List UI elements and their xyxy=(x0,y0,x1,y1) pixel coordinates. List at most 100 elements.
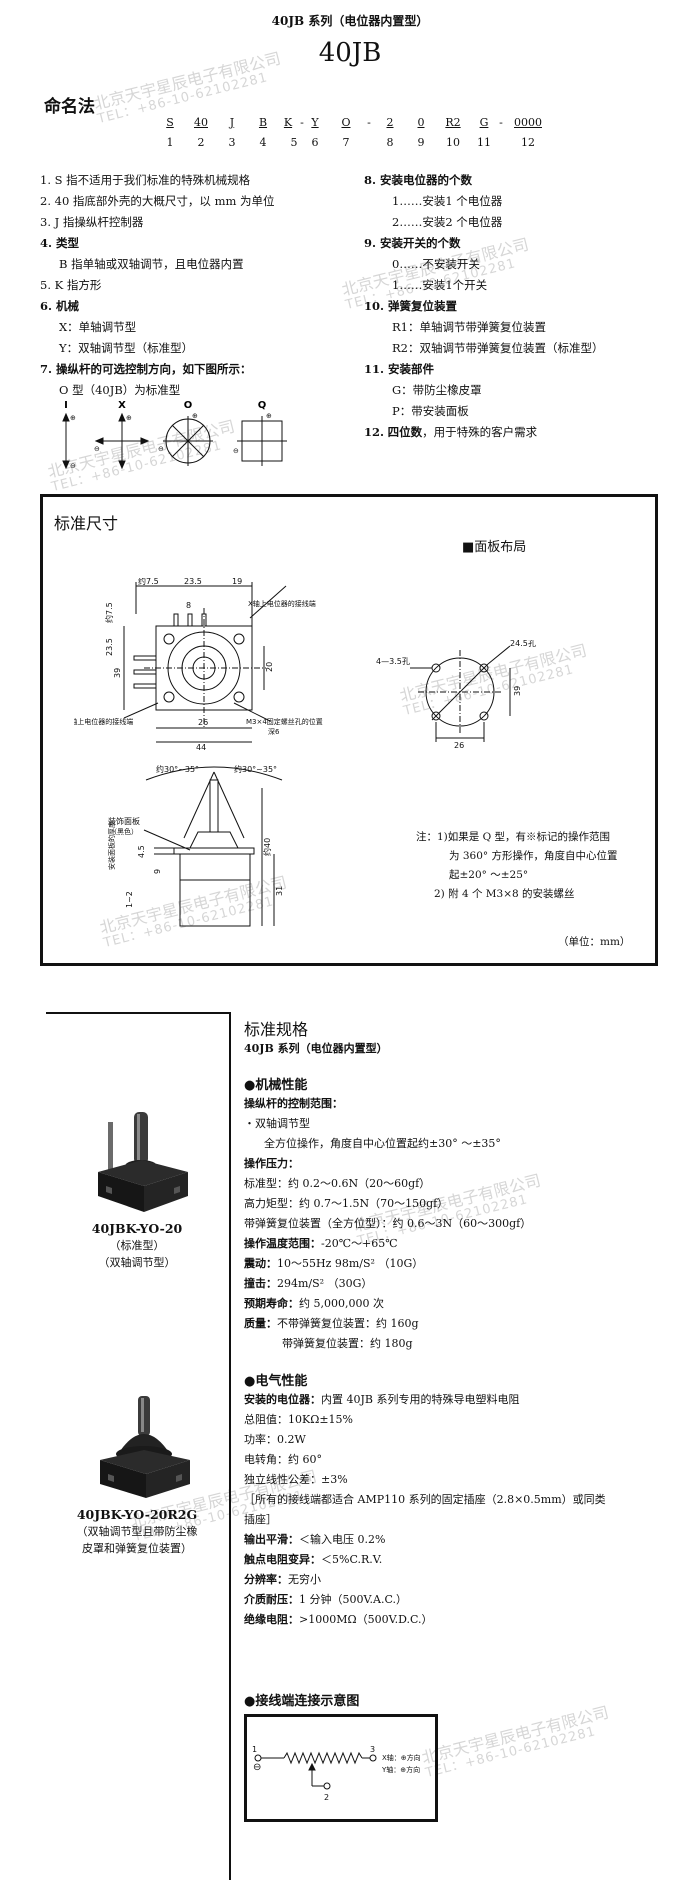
panel-layout-drawing: 24.5孔 4—3.5孔 39 26 xyxy=(376,640,536,750)
product-name: 40JBK-YO-20 xyxy=(91,1221,183,1236)
top-view-drawing: 约7.5 23.5 19 8 约7.5 23.5 39 26 44 20 X轴上… xyxy=(74,578,323,752)
x-axis-direction-label: X轴：⊕方向 xyxy=(382,1753,421,1762)
list-item: 12. 四位数，用于特殊的客户需求 xyxy=(364,425,538,439)
wiring-diagram: 1 3 2 ⊖ X轴：⊕方向 Y轴：⊕方向 xyxy=(244,1714,438,1822)
list-item: 1. S 指不适用于我们标准的特殊机械规格 xyxy=(40,173,251,187)
code-part: - xyxy=(300,116,304,129)
dim-label: 31 xyxy=(275,886,284,896)
x-terminal-label: X轴上电位器的接线端 xyxy=(248,599,316,608)
spec-row: 介质耐压：1 分钟（500V.A.C.） xyxy=(244,1593,407,1606)
spec-row: 总阻值：10KΩ±15% xyxy=(244,1413,354,1426)
spec-row: 绝缘电阻：>1000MΩ（500V.D.C.） xyxy=(244,1613,433,1626)
code-part: 40 xyxy=(194,116,208,129)
code-number: 12 xyxy=(521,136,535,149)
spec-row: 撞击：294m/S² （30G） xyxy=(244,1277,373,1290)
spec-row: 震动：10～55Hz 98m/S² （10G） xyxy=(244,1257,424,1270)
naming-heading: 命名法 xyxy=(44,97,95,117)
code-number: 2 xyxy=(197,136,205,149)
code-part: K xyxy=(283,116,293,129)
spec-row: 插座］ xyxy=(244,1513,277,1526)
list-item: 10. 弹簧复位装置 xyxy=(364,299,458,313)
code-number: 4 xyxy=(259,136,267,149)
list-item: 4. 类型 xyxy=(40,236,80,250)
list-item: 1……安装1 个电位器 xyxy=(392,194,503,208)
spec-row: 触点电阻变异：＜5%C.R.V. xyxy=(244,1553,383,1566)
wiring-section-title: ●接线端连接示意图 xyxy=(244,1694,360,1709)
list-item: G：带防尘橡皮罩 xyxy=(392,383,482,397)
dim-label: 9 xyxy=(153,869,162,874)
mount-thickness-label: 安装面板的厚度 xyxy=(107,821,116,870)
panel-color-label: （黑色） xyxy=(110,827,138,836)
direction-label-x: X xyxy=(118,400,126,411)
code-number: 10 xyxy=(446,136,460,149)
m3-hole-label: M3×4固定螺丝孔的位置 xyxy=(246,717,323,726)
svg-text:⊕: ⊕ xyxy=(70,414,76,422)
naming-number-row: 1 2 3 4 5 6 7 8 9 10 11 12 xyxy=(0,136,700,154)
list-item: 7. 操纵杆的可选控制方向，如下图所示： xyxy=(40,362,252,376)
list-item: Y：双轴调节型（标准型） xyxy=(59,341,194,355)
elec-specs: 安装的电位器：内置 40JB 系列专用的特殊导电塑料电阻 总阻值：10KΩ±15… xyxy=(244,1390,684,1630)
dim-label: 约7.5 xyxy=(104,602,114,623)
dimensions-title: 标准尺寸 xyxy=(54,514,119,533)
list-item: O 型（40JB）为标准型 xyxy=(59,383,181,397)
svg-text:⊕: ⊕ xyxy=(126,414,132,422)
list-item: 0……不安装开关 xyxy=(392,257,480,271)
angle-label: 约30°~35° xyxy=(234,764,277,774)
spec-row: 功率：0.2W xyxy=(244,1433,306,1446)
code-part: - xyxy=(499,116,503,129)
code-part: J xyxy=(229,116,235,129)
code-number: 6 xyxy=(311,136,319,149)
elec-section-title: ●电气性能 xyxy=(244,1374,308,1389)
dim-label: 20 xyxy=(265,662,274,672)
svg-text:⊖: ⊖ xyxy=(70,462,76,470)
y-axis-direction-label: Y轴：⊕方向 xyxy=(381,1765,420,1774)
terminal-1-label: 1 xyxy=(252,1745,257,1754)
panel-layout-title: ■面板布局 xyxy=(462,540,527,555)
spec-row: 分辨率：无穷小 xyxy=(244,1573,321,1586)
spec-row: 全方位操作，角度自中心位置起约±30° ～±35° xyxy=(264,1137,501,1150)
svg-text:⊖: ⊖ xyxy=(233,447,239,455)
direction-label-i: I xyxy=(64,400,68,411)
list-item: 6. 机械 xyxy=(40,299,80,313)
spec-row: 操作温度范围：-20℃～+65℃ xyxy=(244,1237,398,1250)
angle-label: 约30°~35° xyxy=(156,764,199,774)
product-image-standard xyxy=(98,1112,188,1212)
dim-label: 23.5 xyxy=(105,638,114,656)
code-number: 3 xyxy=(228,136,236,149)
code-part: 0 xyxy=(417,116,425,129)
column-divider xyxy=(229,1012,231,1880)
svg-text:⊕: ⊕ xyxy=(266,412,272,420)
list-item: R1：单轴调节带弹簧复位装置 xyxy=(392,320,546,334)
depth-label: 深6 xyxy=(268,727,280,736)
dim-label: 19 xyxy=(232,578,242,586)
y-terminal-label: Y轴上电位器的接线端 xyxy=(74,717,133,726)
list-item: R2：双轴调节带弹簧复位装置（标准型） xyxy=(392,341,604,355)
list-item: 2. 40 指底部外壳的大概尺寸，以 mm 为单位 xyxy=(40,194,275,208)
dimensions-box xyxy=(40,494,658,966)
dim-label: 23.5 xyxy=(184,578,202,586)
list-item: 9. 安装开关的个数 xyxy=(364,236,461,250)
spec-row: 预期寿命：约 5,000,000 次 xyxy=(244,1297,384,1310)
spec-row: 质量：不带弹簧复位装置：约 160g xyxy=(244,1317,419,1330)
dim-label: 1~2 xyxy=(125,891,134,908)
spec-row: 独立线性公差：±3% xyxy=(244,1473,348,1486)
dim-label: 8 xyxy=(186,601,191,610)
dimension-notes: 注：1)如果是 Q 型，有※标记的操作范围 为 360° 方形操作，角度自中心位… xyxy=(416,831,618,900)
mech-specs: 操纵杆的控制范围： ・双轴调节型 全方位操作，角度自中心位置起约±30° ～±3… xyxy=(244,1094,684,1354)
naming-code-row: S 40 J B K - Y O - 2 0 R2 G - 0000 xyxy=(0,116,700,134)
product-name: 40JBK-YO-20R2G xyxy=(76,1507,198,1522)
terminal-2-label: 2 xyxy=(324,1793,329,1802)
dim-label: 39 xyxy=(113,668,122,678)
spec-row: 带弹簧复位装置（全方位型）：约 0.6～3N（60～300gf） xyxy=(244,1217,532,1230)
svg-text:⊖: ⊖ xyxy=(94,445,100,453)
code-part: S xyxy=(166,116,174,129)
dim-label: 约7.5 xyxy=(138,578,159,586)
spec-row: ・双轴调节型 xyxy=(244,1117,310,1130)
list-item: 3. J 指操纵杆控制器 xyxy=(40,215,144,229)
code-number: 9 xyxy=(417,136,425,149)
dim-label: 约40 xyxy=(262,838,272,856)
direction-label-q: Q xyxy=(258,400,267,411)
spec-row: ［所有的接线端都适合 AMP110 系列的固定插座（2.8×0.5mm）或同类 xyxy=(244,1493,606,1506)
list-item: 11. 安装部件 xyxy=(364,362,435,376)
